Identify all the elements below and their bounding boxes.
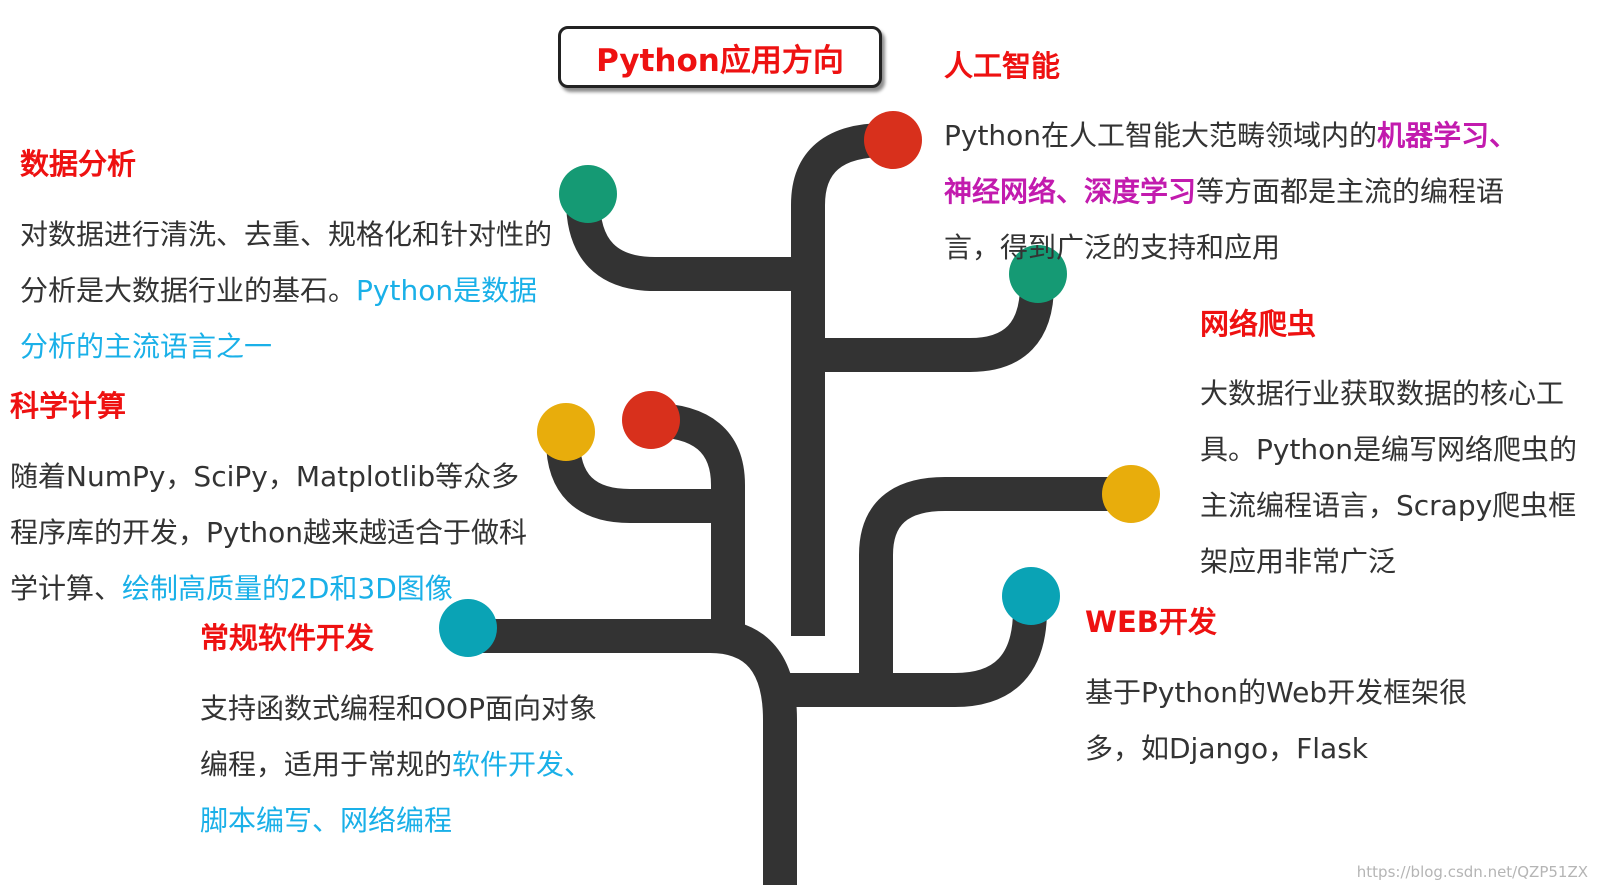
node-software	[439, 599, 497, 657]
node-ai	[864, 111, 922, 169]
heading-data-analysis: 数据分析	[20, 147, 137, 181]
node-crawler	[1102, 465, 1160, 523]
heading-science: 科学计算	[10, 389, 127, 423]
heading-ai: 人工智能	[944, 49, 1061, 83]
text-crawler: 大数据行业获取数据的核心工具。Python是编写网络爬虫的主流编程语言，Scra…	[1200, 377, 1578, 578]
node-web	[1002, 567, 1060, 625]
text-science: 随着NumPy，SciPy，Matplotlib等众多程序库的开发，Python…	[10, 460, 528, 605]
stem-right	[859, 477, 1130, 680]
branch-data	[566, 199, 808, 291]
trunk	[462, 619, 797, 885]
branch-web	[780, 609, 1047, 707]
text-web: 基于Python的Web开发框架很多，如Django，Flask	[1085, 676, 1468, 765]
stem-middle-left	[649, 403, 745, 636]
heading-software: 常规软件开发	[200, 621, 375, 655]
heading-web: WEB开发	[1085, 605, 1217, 639]
node-data-analysis	[559, 165, 617, 223]
branch-green-right	[808, 284, 1054, 372]
text-data-analysis: 对数据进行清洗、去重、规格化和针对性的分析是大数据行业的基石。Python是数据…	[20, 218, 553, 363]
page-title: Python应用方向	[558, 26, 882, 88]
node-science	[537, 403, 595, 461]
text-ai: Python在人工智能大范畴领域内的机器学习、神经网络、深度学习等方面都是主流的…	[944, 119, 1518, 264]
heading-crawler: 网络爬虫	[1200, 307, 1317, 341]
node-red-middle	[622, 391, 680, 449]
node-green-right	[1009, 245, 1067, 303]
text-software: 支持函数式编程和OOP面向对象编程，适用于常规的软件开发、脚本编写、网络编程	[200, 692, 597, 837]
watermark: https://blog.csdn.net/QZP51ZX	[1356, 863, 1588, 881]
